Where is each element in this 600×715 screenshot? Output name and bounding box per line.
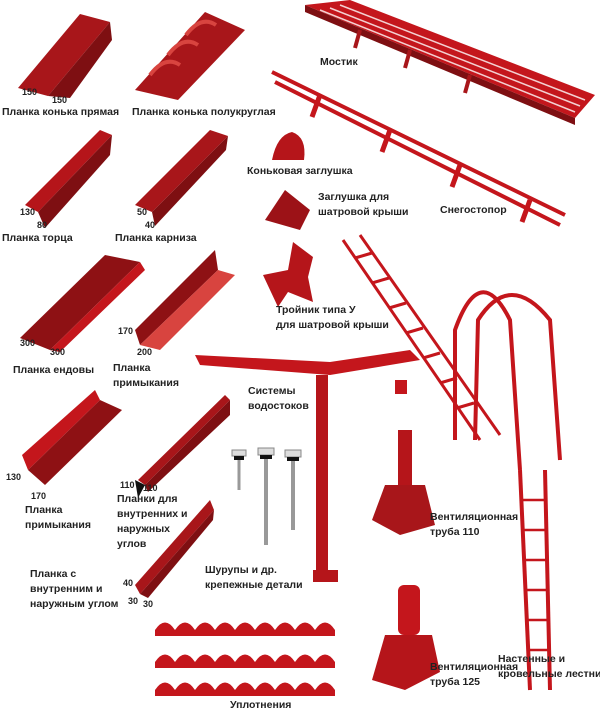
wall-ladder-illustration <box>453 290 562 691</box>
dim-corners-1: 110 <box>120 480 135 490</box>
tee-illustration <box>263 242 313 307</box>
corner-trims-illustration <box>135 395 230 498</box>
dim-corner-strip-1: 40 <box>123 578 134 588</box>
bridge-illustration <box>305 0 595 125</box>
label-line: труба 110 <box>430 526 480 538</box>
label-corners: Планки для внутренних и наружных углов <box>117 492 188 552</box>
seals-illustration <box>155 622 335 696</box>
label-line: примыкания <box>25 519 91 531</box>
dim-corner-strip-3: 30 <box>143 599 154 609</box>
label-line: Вентиляционная <box>430 511 519 523</box>
label-bridge: Мостик <box>320 56 358 68</box>
label-line: внутренних и <box>117 508 188 520</box>
label-vent110: Вентиляционная труба 110 <box>430 510 518 540</box>
label-line: кровельные лестницы <box>498 668 600 680</box>
label-line: Заглушка для <box>318 191 390 203</box>
dim-abutment2-1: 130 <box>6 472 22 482</box>
label-line: внутренним и <box>30 583 103 595</box>
dim-ridge-straight-2: 150 <box>52 95 68 105</box>
label-line: Планки для <box>117 493 178 505</box>
label-hip-cap: Заглушка для шатровой крыши <box>318 190 409 220</box>
label-vent125: Вентиляционная труба 125 <box>430 660 518 690</box>
label-line: крепежные детали <box>205 579 303 591</box>
label-line: Планка <box>25 504 63 516</box>
label-line: Шурупы и др. <box>205 564 277 576</box>
label-line: наружным углом <box>30 598 119 610</box>
label-line: наружных <box>117 523 171 535</box>
gable-trim-illustration <box>25 130 112 228</box>
label-line: шатровой крыши <box>318 206 409 218</box>
label-gable: Планка торца <box>2 232 73 244</box>
abutment-trim-2-illustration <box>22 390 122 485</box>
dim-abutment1-1: 170 <box>118 326 134 336</box>
abutment-trim-1-illustration <box>135 250 235 350</box>
label-line: Планка <box>113 362 151 374</box>
dim-valley-2: 300 <box>50 347 66 357</box>
label-line: Настенные и <box>498 653 566 665</box>
label-tee: Тройник типа У для шатровой крыши <box>276 303 389 333</box>
label-line: Вентиляционная <box>430 661 519 673</box>
eave-trim-illustration <box>135 130 228 226</box>
dim-eave-2: 40 <box>145 220 156 230</box>
dim-ridge-straight-1: 150 <box>22 87 38 97</box>
label-screws: Шурупы и др. крепежные детали <box>205 563 303 593</box>
ridge-round-illustration <box>135 12 245 100</box>
vent-pipe-110-illustration <box>372 430 435 535</box>
label-ridge-cap: Коньковая заглушка <box>247 165 353 177</box>
label-abutment2: Планка примыкания <box>25 503 91 533</box>
label-line: водостоков <box>248 400 309 412</box>
dim-gable-1: 130 <box>20 207 36 217</box>
dim-valley-1: 300 <box>20 338 36 348</box>
label-valley: Планка ендовы <box>13 364 95 376</box>
label-line: Системы <box>248 385 296 397</box>
vent-pipe-125-illustration <box>372 585 440 690</box>
snow-guard-illustration <box>271 70 566 227</box>
label-line: углов <box>117 538 147 550</box>
dim-corner-strip-2: 30 <box>128 596 139 606</box>
dim-corners-2: 110 <box>143 483 158 493</box>
label-gutters: Системы водостоков <box>248 384 309 414</box>
dim-eave-1: 50 <box>137 207 148 217</box>
screws-illustration <box>231 447 302 545</box>
label-snow-guard: Снегостопор <box>440 204 507 216</box>
dim-gable-2: 80 <box>37 220 48 230</box>
gutter-system-illustration <box>195 350 420 582</box>
hip-cap-illustration <box>265 190 310 230</box>
label-eave: Планка карниза <box>115 232 197 244</box>
label-line: труба 125 <box>430 676 481 688</box>
label-ladders: Настенные и кровельные лестницы <box>498 652 600 682</box>
ridge-cap-illustration <box>272 132 305 160</box>
dim-abutment1-2: 200 <box>137 347 153 357</box>
corner-strip-illustration <box>135 500 214 598</box>
valley-trim-illustration <box>20 255 145 352</box>
label-line: примыкания <box>113 377 179 389</box>
label-corner-strip: Планка с внутренним и наружным углом <box>30 567 118 612</box>
label-line: Планка с <box>30 568 77 580</box>
label-seals: Уплотнения <box>230 699 292 711</box>
label-line: Тройник типа У <box>276 304 356 316</box>
label-abutment1: Планка примыкания <box>113 361 179 391</box>
label-ridge-straight: Планка конька прямая <box>2 106 120 118</box>
label-line: для шатровой крыши <box>276 319 389 331</box>
label-ridge-round: Планка конька полукруглая <box>132 106 276 118</box>
dim-abutment2-2: 170 <box>31 491 47 501</box>
ridge-straight-illustration <box>18 14 112 98</box>
